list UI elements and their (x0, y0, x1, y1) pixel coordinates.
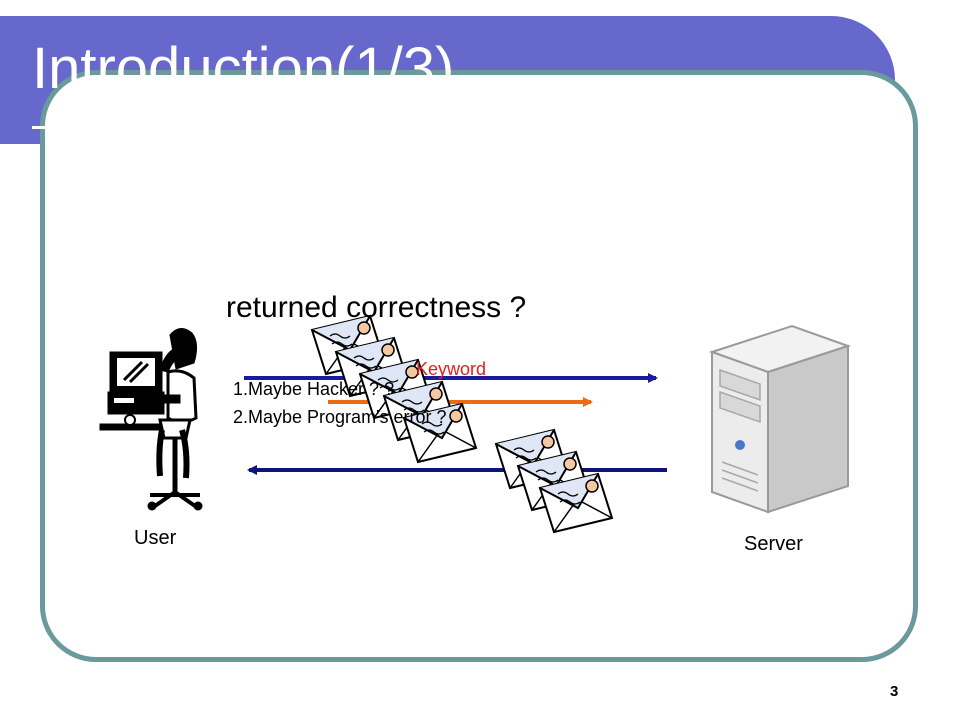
slide-title: Introduction(1/3) (32, 36, 455, 101)
page-number: 3 (890, 683, 899, 700)
user-at-computer-icon (99, 328, 203, 511)
user-label: User (134, 527, 177, 549)
title-underline (32, 126, 848, 129)
keyword-label: Keyword (416, 359, 487, 379)
server-label: Server (744, 533, 803, 555)
correctness-question: returned correctness ? (226, 291, 527, 324)
reason-hacker: 1.Maybe Hacker ? ? (233, 379, 395, 399)
server-tower-icon (708, 324, 852, 514)
envelope-stack-response (495, 429, 613, 533)
reason-program-error: 2.Maybe Program's error ? (233, 407, 447, 427)
